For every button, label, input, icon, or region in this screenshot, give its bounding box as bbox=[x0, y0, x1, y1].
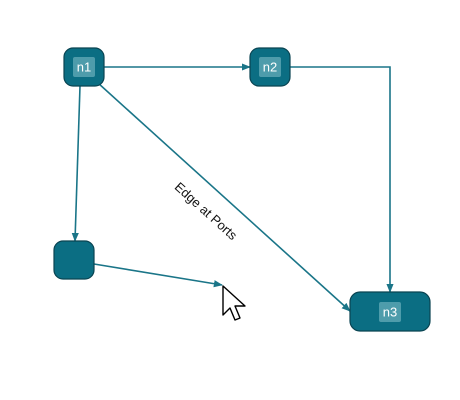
node-n3-label: n3 bbox=[383, 305, 397, 320]
node-n2-label: n2 bbox=[263, 60, 277, 75]
mouse-pointer-icon bbox=[222, 285, 246, 321]
edge-n4-pointer[interactable] bbox=[93, 263, 223, 288]
node-n3-label-bg bbox=[379, 302, 401, 322]
node-n2[interactable]: n2 bbox=[249, 47, 291, 87]
node-n2-label-bg bbox=[259, 57, 281, 77]
node-n1[interactable]: n1 bbox=[63, 47, 105, 87]
node-n1-label: n1 bbox=[77, 60, 91, 75]
edge-label-n1-n3: Edge at Ports bbox=[172, 179, 241, 243]
node-n1-label-bg bbox=[73, 57, 95, 77]
edge-n2-n3[interactable] bbox=[290, 66, 394, 293]
node-n3[interactable]: n3 bbox=[349, 291, 431, 332]
edge-n1-n3[interactable] bbox=[97, 82, 351, 312]
node-n4[interactable] bbox=[53, 240, 95, 280]
edges-layer bbox=[71, 63, 394, 312]
node-n4-shape[interactable] bbox=[53, 240, 95, 280]
edge-n1-n4[interactable] bbox=[71, 85, 81, 242]
